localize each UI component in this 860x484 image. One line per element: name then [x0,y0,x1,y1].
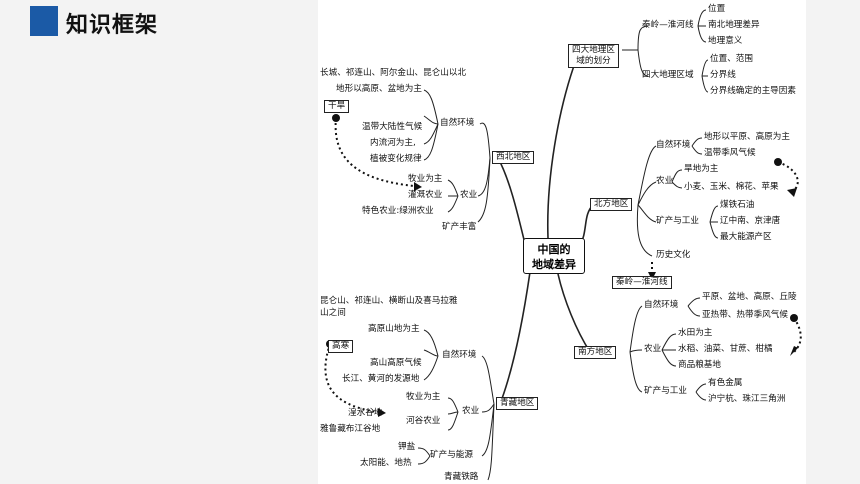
north-agri-item-2: 小麦、玉米、棉花、苹果 [684,182,779,192]
north-mining-item-3: 最大能源产区 [720,232,772,242]
northwest-mining: 矿产丰富 [442,222,477,232]
north-env-item-2: 温带季风气候 [704,148,756,158]
tibet-agri-item-3: 河谷农业 [406,416,441,426]
north-history: 历史文化 [656,250,691,260]
right-margin-panel [806,0,860,484]
page-title: 知识框架 [66,13,159,38]
north-env-item-1: 地形以平原、高原为主 [704,132,790,142]
tibet-env-item-4: 长江、黄河的发源地 [342,374,420,384]
north-mining-item-1: 煤铁石油 [720,200,755,210]
qinling-item-2: 南北地理差异 [708,20,760,30]
four-regions-item-2: 分界线 [710,70,736,80]
tibet-energy-item-2: 太阳能、地热 [360,458,412,468]
mind-map: 中国的 地域差异 四大地理区 域的划分 秦岭—淮河线 位置 南北地理差异 地理意… [318,0,806,484]
tibet-energy-label: 矿产与能源 [430,450,473,460]
four-regions-item-1: 位置、范围 [710,54,753,64]
northwest-agri-label: 农业 [460,190,478,200]
division-label-1: 四大地理区 [572,45,615,55]
tibet-env-label: 自然环境 [442,350,477,360]
south-agri-label: 农业 [644,344,662,354]
south-agri-item-1: 水田为主 [678,328,713,338]
qinling-label: 秦岭—淮河线 [642,20,694,30]
northwest-env-item-5: 植被变化规律 [370,154,422,164]
north-env-label: 自然环境 [656,140,691,150]
north-mining-label: 矿产与工业 [656,216,699,226]
tibet-boundary-1: 昆仑山、祁连山、横断山及喜马拉雅 [320,296,458,306]
qinling-item-3: 地理意义 [708,36,743,46]
division-node: 四大地理区 域的划分 [568,44,619,68]
northwest-env-item-4: 内流河为主, [370,138,416,148]
northwest-env-item-1: 地形以高原、盆地为主 [336,84,422,94]
center-line-1: 中国的 [537,243,571,256]
mind-map-connectors [324,9,802,481]
south-env-item-2: 亚热带、热带季风气候 [702,310,788,320]
northwest-env-item-3: 温带大陆性气候 [362,122,423,132]
center-line-2: 地域差异 [532,258,576,271]
tibet-node: 青藏地区 [496,397,539,410]
north-mining-item-2: 辽中南、京津唐 [720,216,781,226]
south-agri-item-2: 水稻、油菜、甘蔗、柑橘 [678,344,773,354]
four-regions-label: 四大地理区域 [642,70,694,80]
south-mining-label: 矿产与工业 [644,386,687,396]
tibet-agri-label: 农业 [462,406,480,416]
south-env-item-1: 平原、盆地、高原、丘陵 [702,292,797,302]
tibet-env-item-3: 高山高原气候 [370,358,422,368]
north-agri-item-1: 旱地为主 [684,164,719,174]
south-mining-item-1: 有色金属 [708,378,743,388]
northwest-env-label: 自然环境 [440,118,475,128]
center-node: 中国的 地域差异 [523,238,585,274]
tibet-env-item-2: 高寒 [328,340,354,353]
left-margin-panel [0,0,318,484]
north-qinling-box: 秦岭—淮河线 [612,276,672,289]
tibet-boundary-2: 山之间 [320,308,346,318]
northwest-boundary: 长城、祁连山、阿尔金山、昆仑山以北 [320,68,467,78]
tibet-agri-item-4: 雅鲁藏布江谷地 [320,424,381,434]
tibet-railway: 青藏铁路 [444,472,479,482]
northwest-agri-item-2: 灌溉农业 [408,190,443,200]
tibet-energy-item-1: 钾盐 [398,442,416,452]
tibet-agri-item-2: 湟水谷地 [348,408,383,418]
northwest-env-item-2: 干旱 [324,100,350,113]
tibet-env-item-1: 高原山地为主 [368,324,420,334]
north-node: 北方地区 [590,198,633,211]
division-label-2: 域的划分 [576,56,611,66]
south-env-label: 自然环境 [644,300,679,310]
four-regions-item-3: 分界线确定的主导因素 [710,86,796,96]
northwest-agri-item-1: 牧业为主 [408,174,443,184]
south-node: 南方地区 [574,346,617,359]
south-agri-item-3: 商品粮基地 [678,360,721,370]
northwest-agri-item-3: 特色农业:绿洲农业 [362,206,434,216]
qinling-item-1: 位置 [708,4,726,14]
tibet-agri-item-1: 牧业为主 [406,392,441,402]
northwest-node: 西北地区 [492,151,535,164]
title-accent-bar [30,6,58,36]
north-agri-label: 农业 [656,176,674,186]
south-mining-item-2: 沪宁杭、珠江三角洲 [708,394,786,404]
